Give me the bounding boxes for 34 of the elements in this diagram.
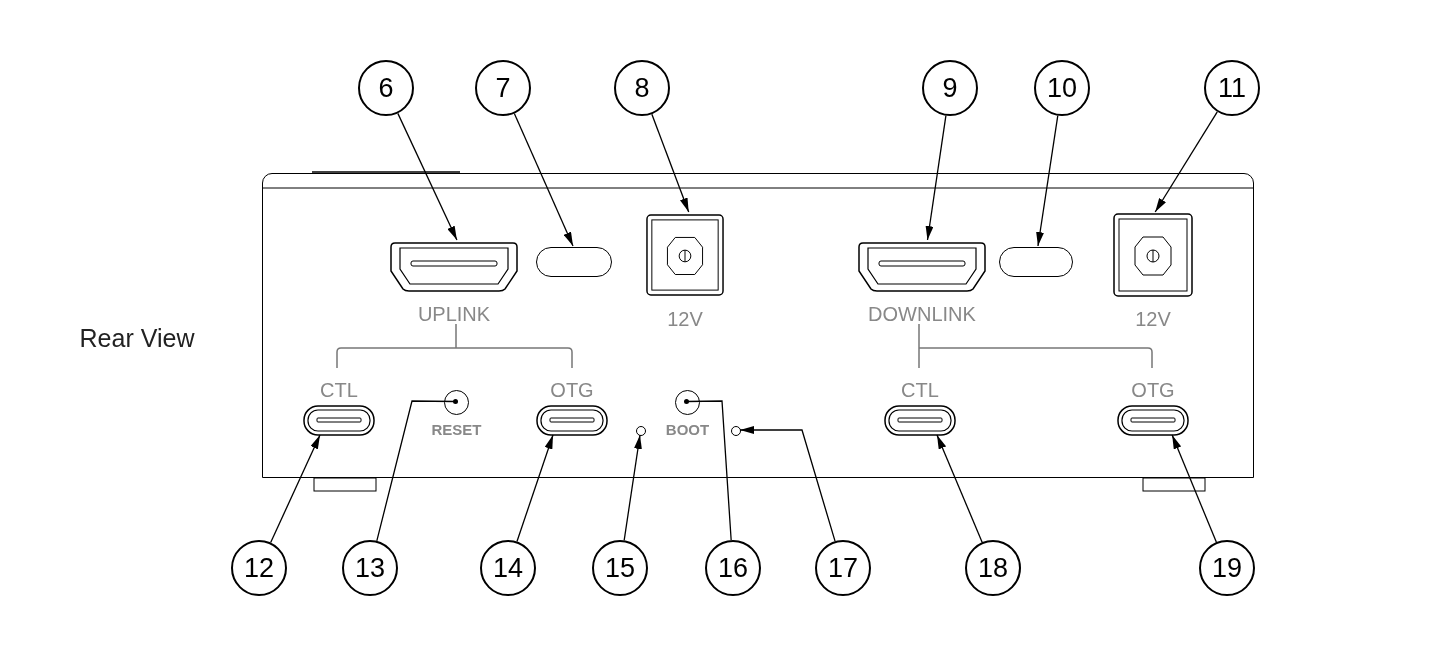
port-label: RESET	[431, 420, 482, 440]
usb-c-port	[536, 405, 608, 436]
hdmi-port	[389, 241, 519, 293]
port-label: OTG	[550, 378, 594, 403]
port-label: CTL	[320, 378, 358, 403]
port-label: OTG	[1131, 378, 1175, 403]
usb-c-port	[303, 405, 375, 436]
usb-c-port	[884, 405, 956, 436]
port-label: DOWNLINK	[868, 302, 976, 327]
leader-line	[1171, 434, 1217, 543]
power-jack	[646, 213, 724, 297]
port-label: 12V	[667, 307, 703, 332]
leader-line	[684, 399, 732, 541]
leader-line	[1035, 115, 1059, 247]
leader-line	[936, 434, 983, 543]
port-label: BOOT	[665, 420, 710, 440]
leader-line	[516, 434, 555, 543]
leader-line	[376, 399, 458, 542]
leader-line	[651, 113, 690, 213]
view-title: Rear View	[79, 323, 195, 354]
port-label: UPLINK	[417, 302, 491, 327]
leader-line	[1154, 111, 1218, 213]
leader-line	[270, 434, 321, 544]
leader-line	[924, 115, 947, 241]
device-rear-panel	[262, 173, 1254, 478]
usb-c-port	[1117, 405, 1189, 436]
leader-line	[739, 426, 836, 542]
power-jack	[1113, 213, 1193, 297]
leader-line	[623, 434, 643, 541]
leader-line	[397, 112, 458, 241]
port-label: 12V	[1135, 307, 1171, 332]
hdmi-port	[857, 241, 987, 293]
leader-line	[513, 112, 574, 247]
port-label: CTL	[901, 378, 939, 403]
